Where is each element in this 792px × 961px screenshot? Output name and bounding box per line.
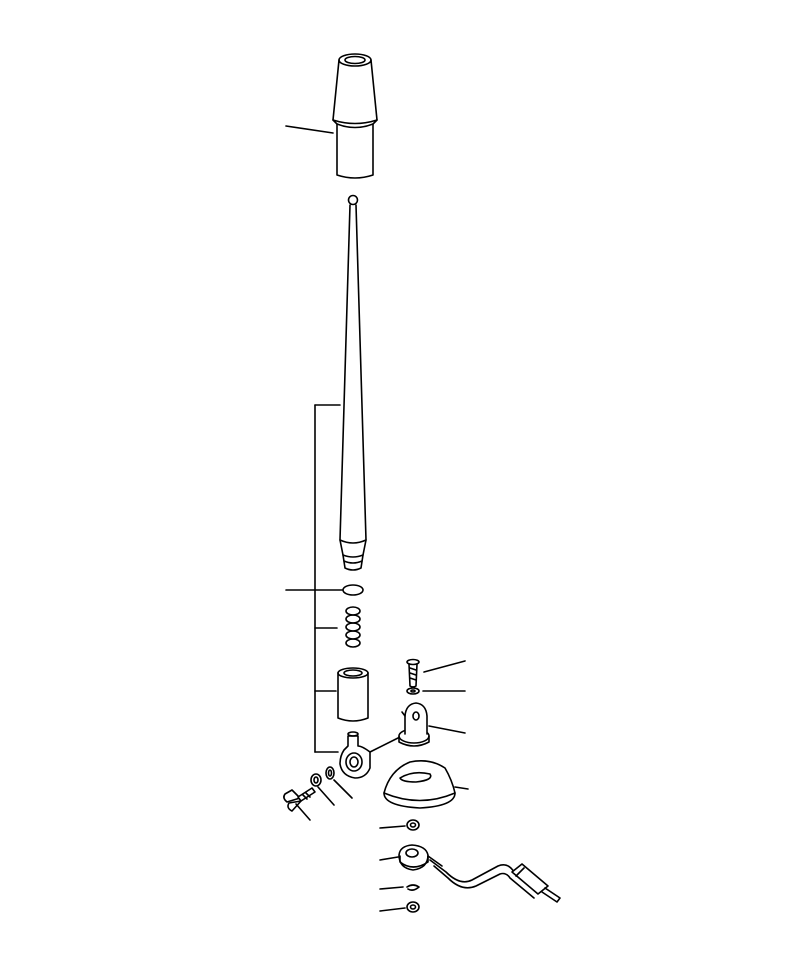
bracket-part [399,703,429,746]
leader-line-nut [318,787,334,805]
leader-line-lock-washer [380,887,403,889]
leader-line-cap [286,126,333,133]
o-ring-part [343,585,363,595]
wing-bolt-part [284,788,315,811]
sleeve-part [338,668,368,721]
swivel-base-part [340,732,402,778]
lock-nut-part [407,820,419,830]
leader-line-screw [424,661,465,672]
small-washer-part [407,688,419,694]
screw-part [407,660,419,688]
mount-dome-part [384,761,455,808]
cable-terminal-part [399,845,442,870]
leader-line-mount-dome [455,787,468,789]
washer-part [326,767,334,779]
leader-line-bracket [429,726,465,733]
leader-line-lock-nut [380,826,405,828]
cap-part [333,54,377,178]
coax-cable-part [430,860,560,902]
leader-line-bottom-nut [380,908,405,911]
bottom-nut-part [407,902,419,912]
leader-line-cable-terminal [380,857,398,860]
leader-line-wing-bolt [296,804,310,820]
antenna-rod-part [340,196,366,571]
assembly-bracket [315,405,340,752]
lock-washer-part [407,885,419,890]
spring-part [346,607,360,647]
nut-part [311,774,321,786]
leader-line-washer [334,780,352,798]
